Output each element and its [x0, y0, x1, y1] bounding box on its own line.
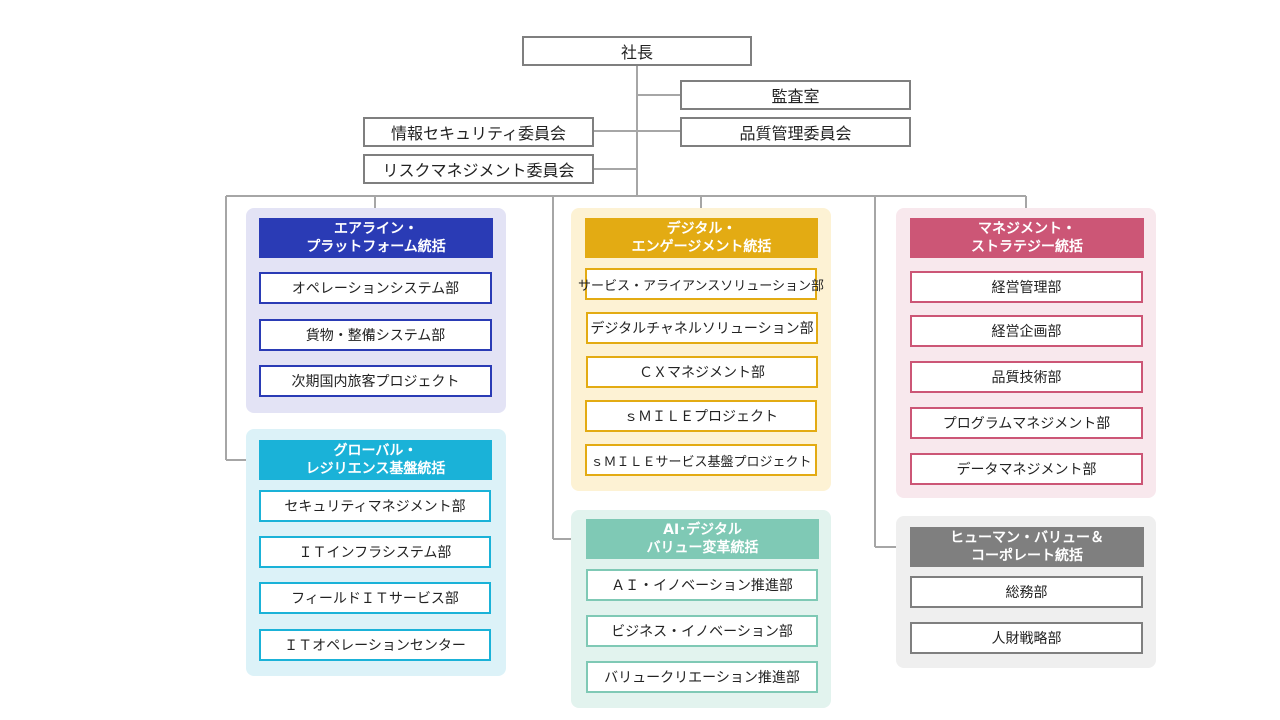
global-division-header: グローバル・ レジリエンス基盤統括: [259, 440, 492, 480]
dept-field-it-service: フィールドＩＴサービス部: [259, 582, 491, 614]
dept-value-creation-promotion: バリュークリエーション推進部: [586, 661, 818, 693]
dept-corporate-planning: 経営企画部: [910, 315, 1143, 347]
dept-security-management: セキュリティマネジメント部: [259, 490, 491, 522]
dept-business-innovation: ビジネス・イノベーション部: [586, 615, 818, 647]
digital-division-header: デジタル・ エンゲージメント統括: [585, 218, 818, 258]
dept-digital-channel-solution: デジタルチャネルソリューション部: [586, 312, 818, 344]
dept-it-operation-center: ＩＴオペレーションセンター: [259, 629, 491, 661]
ai-division-header: AI･デジタル バリュー変革統括: [586, 519, 819, 559]
management-division-header: マネジメント・ ストラテジー統括: [910, 218, 1144, 258]
airline-division-header: エアライン・ プラットフォーム統括: [259, 218, 493, 258]
dept-ai-innovation-promotion: ＡＩ・イノベーション推進部: [586, 569, 818, 601]
dept-business-management: 経営管理部: [910, 271, 1143, 303]
dept-service-alliance-solution: サービス・アライアンスソリューション部: [578, 268, 824, 300]
quality-committee-box: 品質管理委員会: [680, 117, 911, 147]
president-box: 社長: [522, 36, 752, 66]
risk-committee-box: リスクマネジメント委員会: [363, 154, 594, 184]
dept-cx-management: ＣＸマネジメント部: [586, 356, 818, 388]
dept-human-resources-strategy: 人財戦略部: [910, 622, 1143, 654]
dept-it-infra-system: ＩＴインフラシステム部: [259, 536, 491, 568]
dept-smile-project: ｓＭＩＬＥプロジェクト: [585, 400, 817, 432]
dept-next-domestic-passenger-project: 次期国内旅客プロジェクト: [259, 365, 492, 397]
dept-general-affairs: 総務部: [910, 576, 1143, 608]
audit-office-box: 監査室: [680, 80, 911, 110]
dept-quality-technology: 品質技術部: [910, 361, 1143, 393]
dept-operation-system: オペレーションシステム部: [259, 272, 492, 304]
dept-cargo-maintenance-system: 貨物・整備システム部: [259, 319, 492, 351]
dept-smile-service-platform-project: ｓＭＩＬＥサービス基盤プロジェクト: [585, 444, 817, 476]
dept-data-management: データマネジメント部: [910, 453, 1143, 485]
info-security-committee-box: 情報セキュリティ委員会: [363, 117, 594, 147]
dept-program-management: プログラムマネジメント部: [910, 407, 1143, 439]
human-division-header: ヒューマン・バリュー＆ コーポレート統括: [910, 527, 1144, 567]
